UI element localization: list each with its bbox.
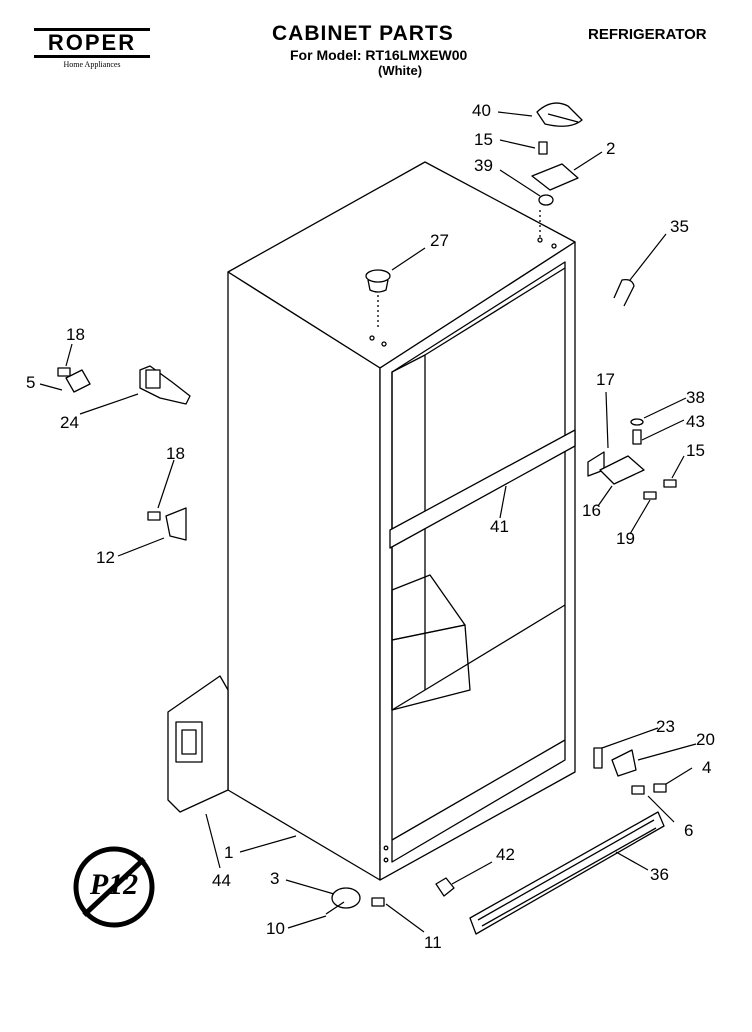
leader-lines: [39, 111, 697, 933]
callout-24: 24: [60, 413, 79, 432]
callout-1: 1: [224, 843, 234, 862]
model-line: For Model: RT16LMXEW00: [290, 47, 468, 63]
side-bracket: [167, 675, 229, 813]
brand-name: ROPER: [34, 28, 150, 58]
callout-36: 36: [650, 865, 669, 884]
p12-stamp-label: P12: [89, 868, 139, 901]
callout-43: 43: [686, 412, 705, 431]
toe-grille: [469, 811, 665, 935]
top-hinge-parts: [531, 102, 635, 307]
divider-rail: [389, 429, 576, 549]
bottom-hinge-parts: [593, 747, 667, 795]
plug-button: [365, 269, 391, 330]
callout-35: 35: [670, 217, 689, 236]
door-stop-parts: [57, 365, 191, 405]
callout-27: 27: [430, 231, 449, 250]
callout-2: 2: [606, 139, 616, 158]
brand-subtitle: Home Appliances: [63, 60, 121, 69]
callout-17: 17: [596, 370, 615, 389]
callout-40: 40: [472, 101, 491, 120]
color-line: (White): [378, 63, 423, 78]
callout-18: 18: [66, 325, 85, 344]
callout-42: 42: [496, 845, 515, 864]
callout-44: 44: [212, 871, 231, 890]
brand-logo: ROPER Home Appliances: [34, 28, 150, 69]
callout-11: 11: [424, 933, 442, 952]
callout-5: 5: [26, 373, 36, 392]
callout-4: 4: [702, 758, 712, 777]
bracket-part: [147, 507, 187, 541]
callout-19: 19: [616, 529, 635, 548]
callout-16: 16: [582, 501, 601, 520]
center-hinge-parts: [587, 418, 677, 500]
callout-10: 10: [266, 919, 285, 938]
page-title: CABINET PARTS: [272, 22, 454, 45]
callout-18-lower: 18: [166, 444, 185, 463]
callout-6: 6: [684, 821, 694, 840]
callout-15: 15: [474, 130, 493, 149]
callout-15-right: 15: [686, 441, 705, 460]
cabinet-body: [227, 161, 576, 881]
callout-20: 20: [696, 730, 715, 749]
callout-38: 38: [686, 388, 705, 407]
callout-39: 39: [474, 156, 493, 175]
callout-23: 23: [656, 717, 675, 736]
lower-small-parts: [325, 877, 455, 915]
category-label: REFRIGERATOR: [588, 26, 707, 43]
p12-stamp: [73, 846, 155, 928]
callout-12: 12: [96, 548, 115, 567]
callout-41: 41: [490, 517, 509, 536]
callout-3: 3: [270, 869, 280, 888]
